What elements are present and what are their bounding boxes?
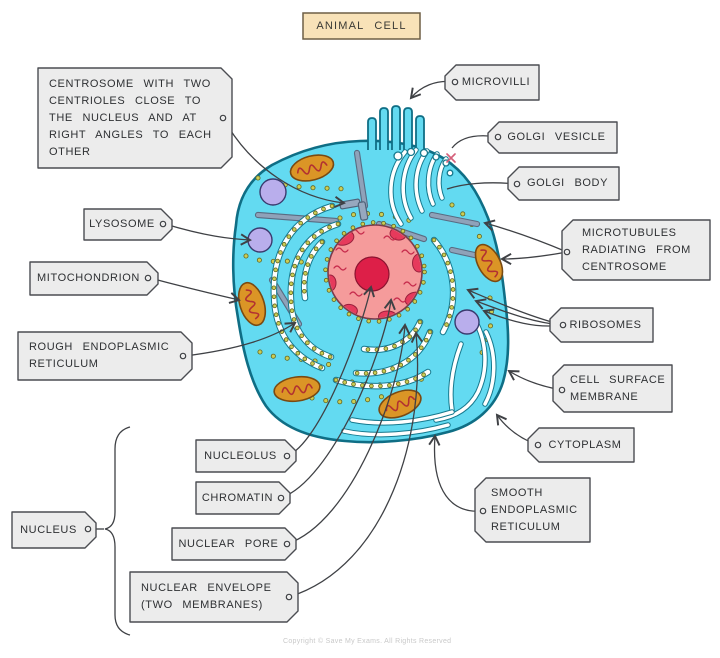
- nuclear-pore-label-box: [171, 527, 297, 561]
- golgi-vesicle-label-box: [487, 121, 618, 154]
- lysosomes: [247, 178, 480, 335]
- golgi-body-label-box: [507, 166, 620, 201]
- smooth-endoplasmic-reticulum: [341, 313, 497, 438]
- connector-smooth-er: [428, 434, 484, 512]
- mitochondrion-label-box: [29, 261, 159, 296]
- microtubules-label-box: [561, 219, 711, 281]
- lysosome-label-box: [83, 208, 173, 241]
- mitochondrion: [273, 375, 321, 403]
- nucleolus: [354, 256, 390, 292]
- connector-chromatin: [280, 298, 396, 499]
- nucleolus-label-box: [195, 439, 297, 473]
- smooth-er-label-box: [474, 477, 591, 543]
- mitochondrion: [237, 281, 267, 327]
- rough-endoplasmic-reticulum: [270, 202, 457, 390]
- golgi-vesicles: [393, 147, 454, 177]
- connector-microtubules-2: [500, 251, 568, 266]
- connector-centrosome: [222, 117, 346, 209]
- nuclear-envelope-label-box: [129, 571, 299, 623]
- mitochondrion: [289, 154, 335, 182]
- lysosome: [247, 227, 273, 253]
- nucleus-label-box: [11, 511, 97, 549]
- nucleus: [323, 220, 427, 324]
- label-dots: [84, 78, 571, 601]
- exocytosis-x-mark: [446, 153, 456, 163]
- connector-nuclear-pore: [286, 323, 411, 545]
- ribosomes-label-box: [549, 307, 654, 343]
- microvilli-label-box: [444, 64, 540, 101]
- connector-rough-er: [184, 321, 297, 357]
- cytoplasm-label-box: [527, 427, 635, 463]
- lysosome: [454, 309, 480, 335]
- nuclear-envelope-ribosomes: [323, 220, 427, 324]
- connector-mitochondrion: [149, 277, 241, 304]
- mitochondria: [237, 154, 504, 419]
- rough-er-label-box: [17, 331, 193, 381]
- microvilli: [367, 105, 425, 150]
- connector-microtubules-1: [483, 219, 568, 253]
- lysosome: [259, 178, 287, 206]
- chromatin-label-box: [195, 481, 291, 515]
- title-box: [302, 12, 421, 40]
- connector-nuclear-envelope: [288, 331, 423, 598]
- connector-lysosome: [164, 223, 252, 246]
- connectors: [90, 80, 568, 636]
- centrosome-label-box: [37, 67, 233, 169]
- connector-nucleolus: [286, 285, 375, 457]
- cell-surface-membrane-label-box: [552, 364, 673, 413]
- mitochondrion: [474, 243, 504, 283]
- nucleus-brace: [104, 426, 131, 636]
- label-boxes: [11, 12, 711, 623]
